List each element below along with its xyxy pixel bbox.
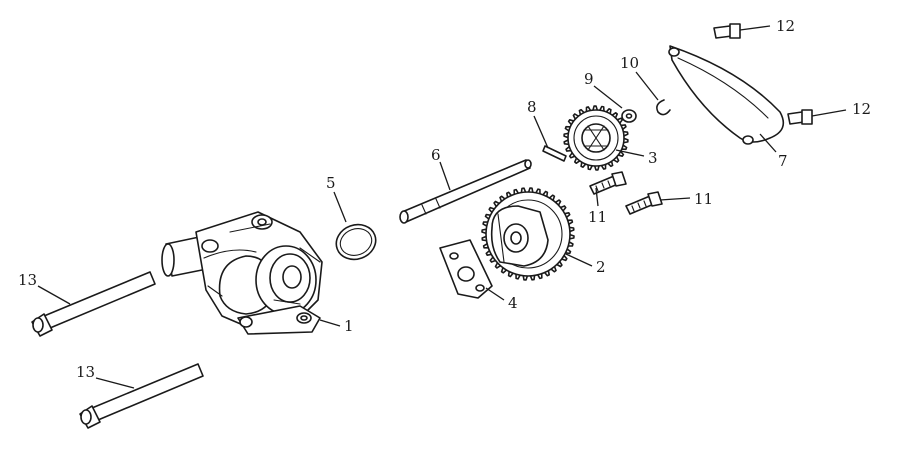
callout-11-lower: 11 (694, 190, 713, 208)
part-6-drive-shaft (399, 159, 532, 224)
callout-6: 6 (431, 146, 441, 164)
part-4-cover-plate (439, 239, 493, 299)
part-11-bolt-lower (625, 191, 663, 215)
callout-numbers: 1 2 3 4 5 6 7 8 9 10 11 11 12 12 13 13 (18, 17, 871, 381)
callout-9: 9 (584, 70, 594, 88)
leader-lines (37, 25, 847, 389)
part-13-long-bolt-lower (79, 363, 204, 429)
part-2-large-gear (481, 187, 575, 281)
part-13-long-bolt-upper (31, 271, 156, 337)
part-8-pin (542, 145, 567, 162)
callout-11-upper: 11 (588, 208, 607, 226)
callout-3: 3 (648, 149, 658, 167)
callout-4: 4 (508, 294, 518, 312)
part-12-bolt-lower (787, 109, 813, 125)
part-9-washer (621, 109, 637, 123)
part-7-pump-cover (668, 45, 785, 145)
callout-2: 2 (596, 258, 606, 276)
callout-7: 7 (778, 152, 788, 170)
part-5-o-ring (335, 223, 377, 261)
callout-12-upper: 12 (776, 17, 795, 35)
part-3-small-gear (563, 105, 629, 171)
part-1-pump-body (161, 211, 323, 335)
callout-1: 1 (344, 317, 354, 335)
callout-13-lower: 13 (76, 363, 95, 381)
callout-12-lower: 12 (852, 100, 871, 118)
part-10-circlip (656, 99, 671, 116)
part-11-bolt-upper (589, 171, 627, 195)
callout-8: 8 (527, 98, 537, 116)
callout-5: 5 (326, 174, 336, 192)
callout-13-upper: 13 (18, 271, 37, 289)
part-12-bolt-upper (713, 23, 741, 39)
callout-10: 10 (620, 54, 639, 72)
